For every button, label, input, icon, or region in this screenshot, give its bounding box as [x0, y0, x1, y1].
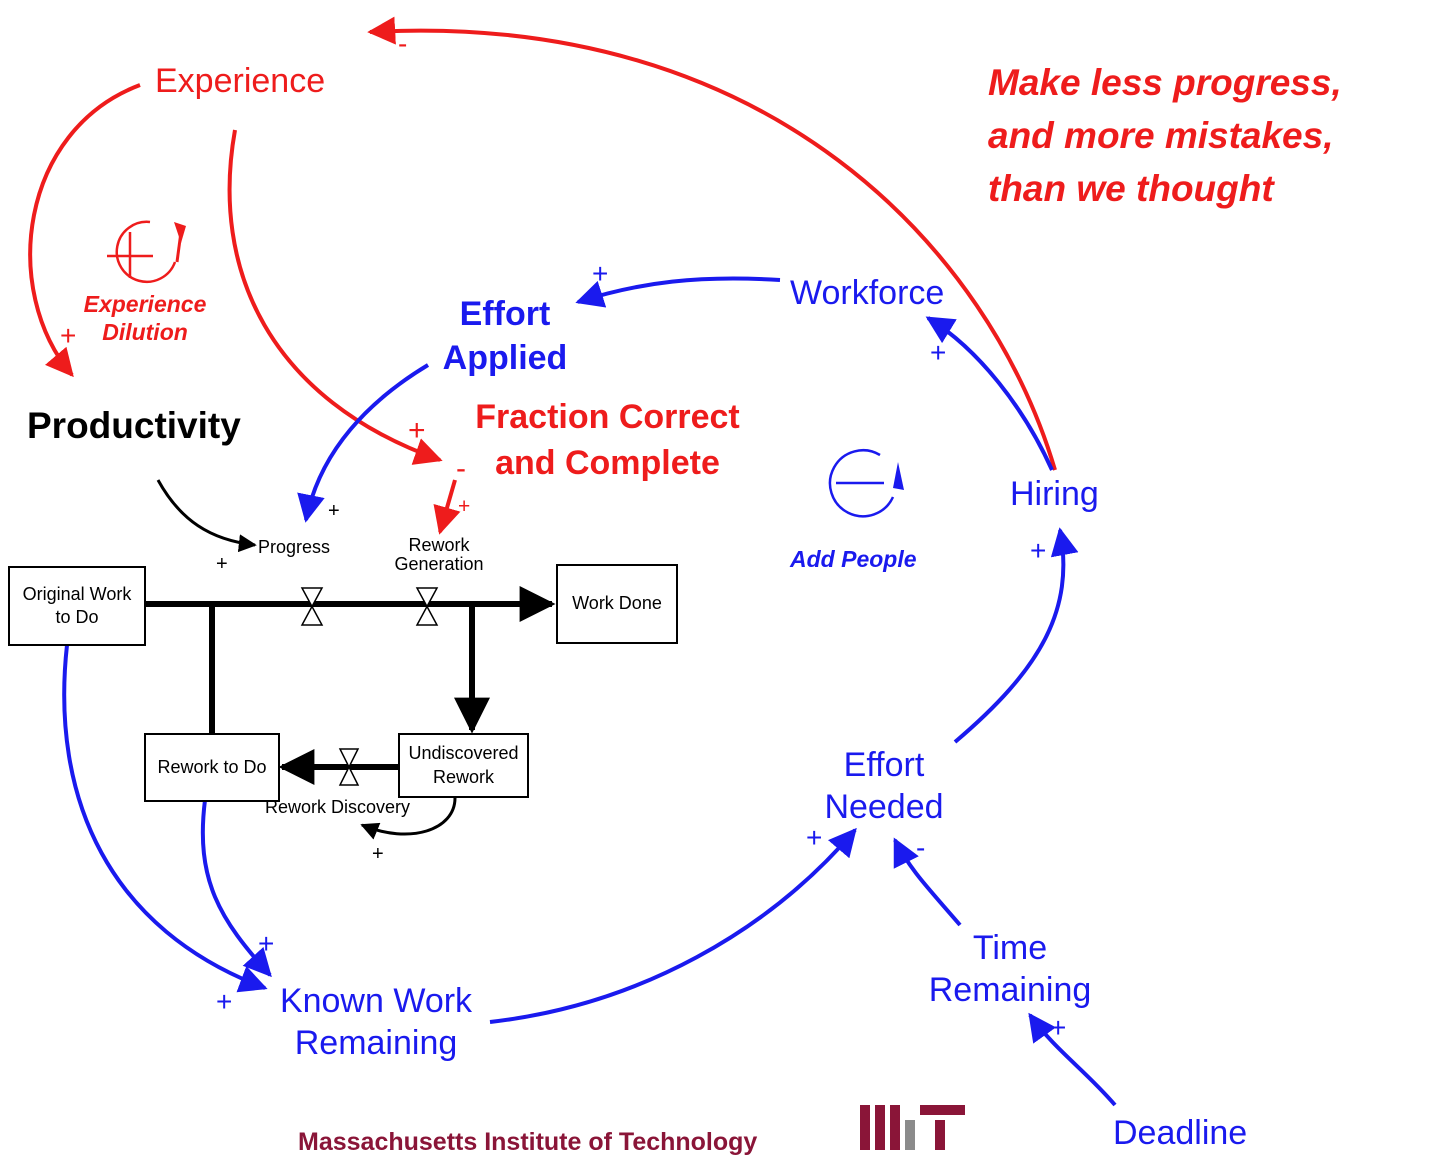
original-work-line-2: to Do: [55, 607, 99, 627]
callout-line-1: Make less progress,: [988, 62, 1342, 103]
callout-line-3: than we thought: [988, 168, 1274, 209]
stock-rework-to-do: Rework to Do: [144, 733, 280, 802]
polarity-deadline-time-remaining: +: [1050, 1012, 1067, 1043]
variable-time-remaining: Time Remaining: [905, 927, 1115, 1011]
work-done-label: Work Done: [572, 593, 662, 614]
time-remaining-line-1: Time: [972, 929, 1048, 967]
link-hiring-to-workforce: [925, 316, 1054, 471]
stock-undiscovered-rework: Undiscovered Rework: [398, 733, 529, 798]
variable-effort-applied: Effort Applied: [425, 292, 585, 380]
known-work-line-1: Known Work: [279, 982, 473, 1020]
variable-experience: Experience: [155, 62, 326, 100]
effort-needed-line-1: Effort: [843, 746, 925, 784]
experience-dilution-line-2: Dilution: [102, 319, 188, 345]
polarity-experience-fraction-minus: -: [456, 452, 466, 485]
loop-label-add-people: Add People: [790, 546, 917, 572]
stock-work-done: Work Done: [556, 564, 678, 644]
link-time-remaining-to-effort-needed: [893, 837, 962, 927]
polarity-hiring-workforce: +: [930, 337, 947, 368]
variable-productivity: Productivity: [27, 405, 241, 446]
rework-generation-line-1: Rework: [408, 535, 470, 555]
flow-label-rework-discovery: Rework Discovery: [265, 797, 411, 817]
polarity-effort-applied-progress: +: [328, 500, 340, 522]
time-remaining-line-2: Remaining: [928, 971, 1092, 1009]
polarity-experience-productivity: +: [60, 320, 77, 351]
polarity-fraction-rework-generation: +: [458, 495, 471, 518]
balancing-loop-icon: [828, 449, 904, 518]
link-deadline-to-time-remaining: [1028, 1012, 1117, 1107]
polarity-time-remaining-effort-needed: -: [916, 832, 926, 863]
polarity-hiring-experience: -: [398, 28, 408, 59]
fraction-correct-line-2: and Complete: [495, 444, 720, 482]
reinforcing-loop-icon: [107, 220, 186, 284]
stock-original-work-to-do: Original Work to Do: [8, 566, 146, 646]
polarity-productivity-progress: +: [216, 553, 228, 575]
loop-label-experience-dilution: Experience Dilution: [70, 290, 220, 346]
undiscovered-line-1: Undiscovered: [408, 743, 519, 764]
rework-to-do-label: Rework to Do: [157, 756, 267, 777]
link-original-work-to-known-work: [62, 644, 268, 993]
variable-known-work-remaining: Known Work Remaining: [260, 980, 492, 1064]
polarity-known-work-effort-needed: +: [806, 822, 823, 853]
variable-effort-needed: Effort Needed: [814, 744, 954, 828]
known-work-line-2: Remaining: [294, 1024, 458, 1062]
polarity-workforce-effort: +: [592, 258, 609, 289]
polarity-effort-needed-hiring: +: [1030, 535, 1047, 566]
valve-progress: [300, 587, 324, 626]
original-work-line-1: Original Work: [22, 583, 132, 604]
variable-deadline: Deadline: [1113, 1114, 1248, 1152]
polarity-original-known-work: +: [216, 986, 233, 1017]
undiscovered-line-2: Rework: [432, 766, 494, 787]
polarity-experience-fraction-plus: +: [408, 414, 426, 447]
polarity-rework-known-work: +: [258, 928, 275, 959]
link-known-work-to-effort-needed: [489, 827, 857, 1024]
experience-dilution-line-1: Experience: [83, 291, 207, 317]
rework-generation-line-2: Generation: [394, 554, 484, 574]
link-productivity-to-progress: [156, 479, 257, 553]
link-effort-needed-to-hiring: [953, 527, 1079, 744]
link-effort-applied-to-progress: [297, 363, 430, 523]
valve-rework-discovery: [338, 748, 360, 786]
effort-needed-line-2: Needed: [824, 788, 944, 826]
footer-institution: Massachusetts Institute of Technology: [298, 1128, 758, 1156]
fraction-correct-line-1: Fraction Correct: [475, 398, 740, 436]
variable-hiring: Hiring: [1010, 475, 1099, 513]
link-undiscovered-to-rework-discovery: [360, 797, 457, 840]
link-experience-to-productivity: [28, 83, 141, 378]
variable-fraction-correct: Fraction Correct and Complete: [450, 394, 765, 486]
link-rework-to-do-to-known-work: [200, 799, 272, 978]
valve-rework-generation: [415, 587, 439, 626]
variable-workforce: Workforce: [790, 274, 945, 312]
link-workforce-to-effort-applied: [575, 276, 781, 308]
link-fraction-to-rework-generation: [433, 479, 461, 535]
link-hiring-to-experience: [367, 16, 1057, 471]
flow-label-progress: Progress: [258, 537, 331, 557]
flow-label-rework-generation: Rework Generation: [384, 536, 494, 574]
mit-logo: [860, 1105, 965, 1150]
effort-applied-line-1: Effort: [459, 295, 551, 333]
callout-line-2: and more mistakes,: [988, 115, 1334, 156]
link-experience-to-fraction-correct: [227, 129, 443, 465]
callout-text: Make less progress, and more mistakes, t…: [988, 56, 1342, 215]
polarity-rework-discovery: +: [372, 843, 384, 865]
effort-applied-line-2: Applied: [442, 339, 568, 377]
